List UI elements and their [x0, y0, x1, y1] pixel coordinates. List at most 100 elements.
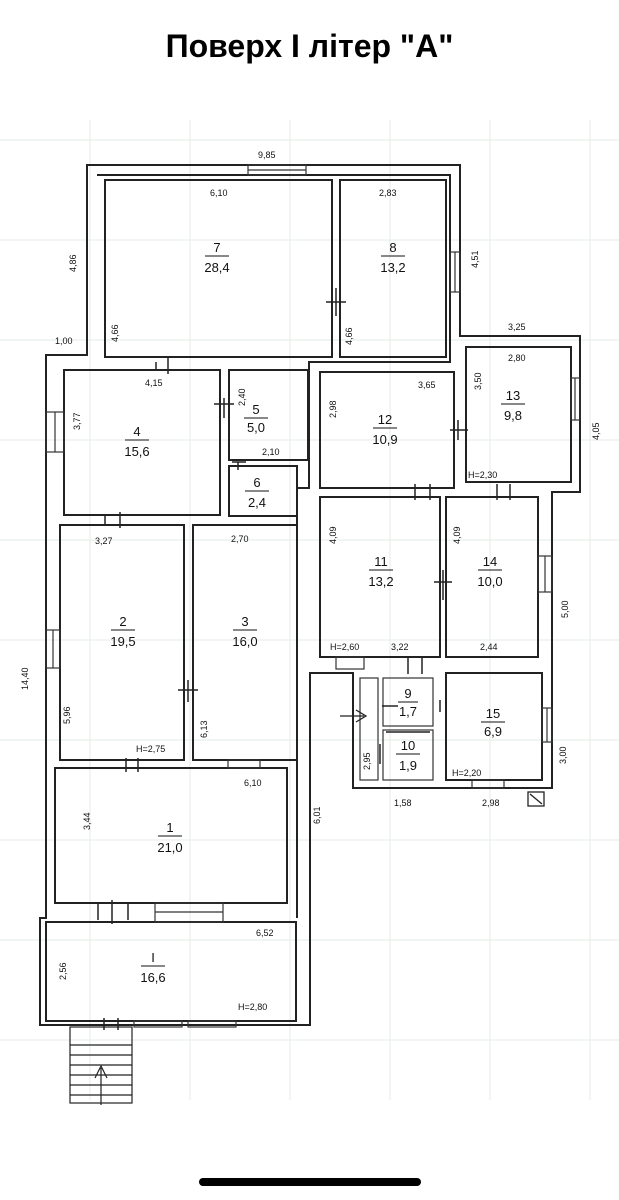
- room-number: 8: [389, 240, 396, 255]
- dim-label: 3,25: [508, 322, 526, 332]
- entry-vestibule-outline: [359, 677, 379, 781]
- dim-label: 2,80: [508, 353, 526, 363]
- dim-label: 5,96: [62, 706, 72, 724]
- dim-label: H=2,80: [238, 1002, 267, 1012]
- dim-label: 6,13: [199, 720, 209, 738]
- dim-label: 4,66: [344, 327, 354, 345]
- room-outlines: [45, 179, 572, 1022]
- room-area: 13,2: [368, 574, 393, 589]
- room-11-label: 11 13,2: [368, 554, 393, 589]
- room-6-outline: [228, 465, 298, 517]
- dim-label: 2,40: [237, 388, 247, 406]
- room-area: 10,0: [477, 574, 502, 589]
- dim-label: 1,58: [394, 798, 412, 808]
- room-number: 5: [252, 402, 259, 417]
- dim-label: 3,27: [95, 536, 113, 546]
- chimney-mark: [527, 791, 545, 807]
- window-room-I-a: [133, 1020, 183, 1028]
- room-number: 6: [253, 475, 260, 490]
- room-8-outline: [339, 179, 447, 358]
- dim-label: 2,98: [482, 798, 500, 808]
- room-5-label: 5 5,0: [244, 402, 268, 435]
- dim-label: H=2,60: [330, 642, 359, 652]
- room-area: 5,0: [247, 420, 265, 435]
- room-area: 1,9: [399, 758, 417, 773]
- room-area: 16,0: [232, 634, 257, 649]
- room-area: 19,5: [110, 634, 135, 649]
- window-room-I-b: [187, 1020, 237, 1028]
- dim-label: 3,77: [72, 412, 82, 430]
- home-indicator[interactable]: [199, 1178, 421, 1186]
- dim-label: 5,00: [560, 600, 570, 618]
- room-5-outline: [228, 369, 309, 461]
- dim-label: H=2,30: [468, 470, 497, 480]
- room-15-label: 15 6,9: [481, 706, 505, 739]
- room-7-label: 7 28,4: [204, 240, 229, 275]
- dim-label: 3,50: [473, 372, 483, 390]
- room-number: 9: [404, 686, 411, 701]
- entry-arrow: [340, 709, 368, 723]
- room-4-label: 4 15,6: [124, 424, 149, 459]
- dim-label: 6,01: [312, 806, 322, 824]
- room-area: 2,4: [248, 495, 266, 510]
- room-number: 11: [374, 554, 388, 569]
- room-number: I: [151, 950, 155, 965]
- dim-label: H=2,20: [452, 768, 481, 778]
- dim-label: 6,10: [244, 778, 262, 788]
- window-room-3: [227, 759, 261, 769]
- room-14-label: 14 10,0: [477, 554, 502, 589]
- room-area: 1,7: [399, 704, 417, 719]
- room-number: 4: [133, 424, 140, 439]
- room-area: 10,9: [372, 432, 397, 447]
- room-13-label: 13 9,8: [501, 388, 525, 423]
- background-grid: [0, 120, 619, 1100]
- dim-label: 2,83: [379, 188, 397, 198]
- entrance-stairs: [69, 1026, 133, 1105]
- dimension-labels: 9,85 6,10 2,83 4,86 4,51 4,66 4,66 1,00 …: [20, 150, 601, 1012]
- room-area: 15,6: [124, 444, 149, 459]
- dim-label: 2,70: [231, 534, 249, 544]
- dim-label: 3,22: [391, 642, 409, 652]
- dim-label: 6,52: [256, 928, 274, 938]
- room-9-label: 9 1,7: [398, 686, 418, 719]
- room-number: 3: [241, 614, 248, 629]
- room-number: 13: [506, 388, 520, 403]
- room-area: 21,0: [157, 840, 182, 855]
- plan-title: Поверх І літер "А": [165, 28, 454, 64]
- window-room-11: [335, 656, 365, 670]
- dim-label: 4,09: [328, 526, 338, 544]
- dim-label: 4,86: [68, 254, 78, 272]
- dim-label: 14,40: [20, 667, 30, 690]
- room-11-outline: [319, 496, 441, 658]
- dim-label: H=2,75: [136, 744, 165, 754]
- room-2-label: 2 19,5: [110, 614, 135, 649]
- window-room-15-bottom: [471, 779, 505, 789]
- room-area: 28,4: [204, 260, 229, 275]
- windows: [45, 164, 581, 1028]
- dim-label: 3,00: [558, 746, 568, 764]
- room-8-label: 8 13,2: [380, 240, 405, 275]
- room-area: 6,9: [484, 724, 502, 739]
- dim-label: 3,44: [82, 812, 92, 830]
- outer-walls: [39, 164, 581, 1026]
- dim-label: 4,66: [110, 324, 120, 342]
- room-4-outline: [63, 369, 221, 516]
- room-9-outline: [382, 677, 434, 727]
- dim-label: 2,95: [362, 752, 372, 770]
- room-7-outline: [104, 179, 333, 358]
- room-area: 16,6: [140, 970, 165, 985]
- dim-label: 3,65: [418, 380, 436, 390]
- doors: [97, 288, 511, 1030]
- room-area: 9,8: [504, 408, 522, 423]
- room-area: 13,2: [380, 260, 405, 275]
- room-10-outline: [382, 729, 434, 781]
- room-labels: 7 28,4 8 13,2 4 15,6 5 5,0 6 2,4 1 2 10,9: [110, 240, 525, 985]
- room-number: 1: [166, 820, 173, 835]
- dim-label: 2,56: [58, 962, 68, 980]
- room-1-label: 1 21,0: [157, 820, 182, 855]
- room-6-label: 6 2,4: [245, 475, 269, 510]
- dim-label: 2,98: [328, 400, 338, 418]
- room-I-label: I 16,6: [140, 950, 165, 985]
- room-number: 2: [119, 614, 126, 629]
